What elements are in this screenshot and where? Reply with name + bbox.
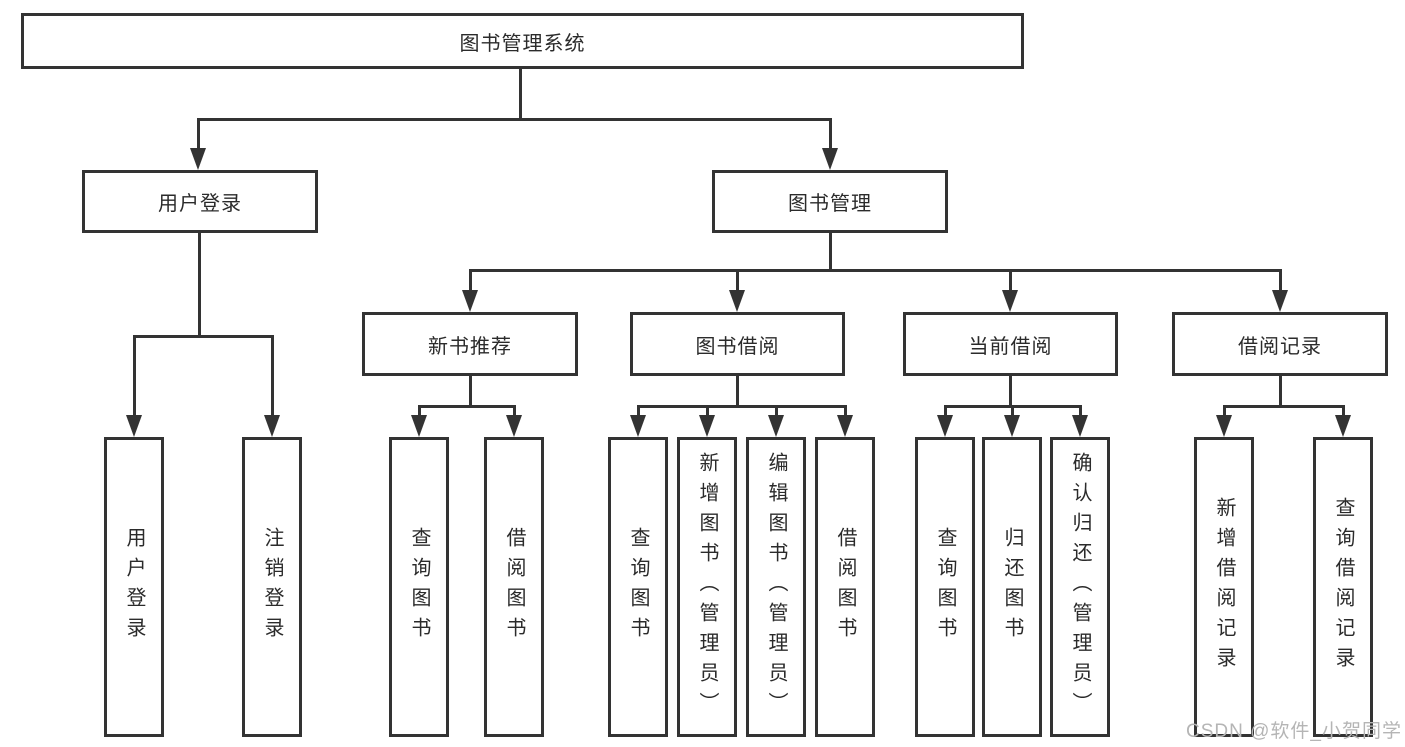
leaf-query-books-borrowing: 查询图书	[608, 437, 668, 737]
node-book-management: 图书管理	[712, 170, 948, 233]
leaf-borrow-books-borrowing: 借阅图书	[815, 437, 875, 737]
node-current-borrowing: 当前借阅	[903, 312, 1118, 376]
connector-line	[706, 405, 709, 417]
connector-line	[1011, 405, 1014, 417]
arrow-down-icon	[1072, 415, 1088, 437]
arrow-down-icon	[1335, 415, 1351, 437]
connector-line	[1223, 405, 1226, 417]
leaf-query-books-current: 查询图书	[915, 437, 975, 737]
connector-line	[418, 405, 421, 417]
arrow-down-icon	[630, 415, 646, 437]
connector-line	[844, 405, 847, 417]
arrow-down-icon	[729, 290, 745, 312]
node-user-login: 用户登录	[82, 170, 318, 233]
csdn-watermark: CSDN @软件_小贺同学	[1186, 721, 1402, 742]
connector-line	[1279, 269, 1282, 292]
connector-line	[469, 376, 472, 407]
connector-line	[1009, 269, 1012, 292]
leaf-confirm-return-admin: 确认归还（管理员）	[1050, 437, 1110, 737]
connector-line	[829, 118, 832, 150]
connector-line	[637, 405, 640, 417]
arrow-down-icon	[506, 415, 522, 437]
connector-line	[736, 376, 739, 407]
connector-line	[519, 69, 522, 120]
connector-line	[133, 335, 136, 417]
node-library-management-system: 图书管理系统	[21, 13, 1024, 69]
leaf-edit-books-admin: 编辑图书（管理员）	[746, 437, 806, 737]
node-borrow-records: 借阅记录	[1172, 312, 1388, 376]
connector-line	[775, 405, 778, 417]
arrow-down-icon	[1272, 290, 1288, 312]
connector-line	[736, 269, 739, 292]
connector-line	[197, 118, 831, 121]
connector-line	[469, 269, 1281, 272]
connector-line	[198, 233, 201, 337]
arrow-down-icon	[837, 415, 853, 437]
connector-line	[1079, 405, 1082, 417]
arrow-down-icon	[411, 415, 427, 437]
leaf-borrow-books-recommend: 借阅图书	[484, 437, 544, 737]
arrow-down-icon	[1216, 415, 1232, 437]
arrow-down-icon	[126, 415, 142, 437]
connector-line	[1342, 405, 1345, 417]
node-new-book-recommend: 新书推荐	[362, 312, 578, 376]
connector-line	[271, 335, 274, 417]
connector-line	[829, 233, 832, 272]
leaf-logout: 注销登录	[242, 437, 302, 737]
leaf-user-login: 用户登录	[104, 437, 164, 737]
connector-line	[1279, 376, 1282, 407]
arrow-down-icon	[1004, 415, 1020, 437]
connector-line	[1223, 405, 1344, 408]
node-book-borrowing: 图书借阅	[630, 312, 845, 376]
leaf-query-books-recommend: 查询图书	[389, 437, 449, 737]
leaf-add-books-admin: 新增图书（管理员）	[677, 437, 737, 737]
leaf-return-books: 归还图书	[982, 437, 1042, 737]
connector-line	[418, 405, 515, 408]
arrow-down-icon	[264, 415, 280, 437]
connector-line	[469, 269, 472, 292]
connector-line	[944, 405, 947, 417]
arrow-down-icon	[699, 415, 715, 437]
arrow-down-icon	[937, 415, 953, 437]
leaf-query-borrow-record: 查询借阅记录	[1313, 437, 1373, 737]
connector-line	[133, 335, 273, 338]
connector-line	[197, 118, 200, 150]
arrow-down-icon	[462, 290, 478, 312]
connector-line	[637, 405, 846, 408]
arrow-down-icon	[822, 148, 838, 170]
connector-line	[513, 405, 516, 417]
leaf-add-borrow-record: 新增借阅记录	[1194, 437, 1254, 737]
arrow-down-icon	[1002, 290, 1018, 312]
arrow-down-icon	[190, 148, 206, 170]
connector-line	[1009, 376, 1012, 407]
arrow-down-icon	[768, 415, 784, 437]
